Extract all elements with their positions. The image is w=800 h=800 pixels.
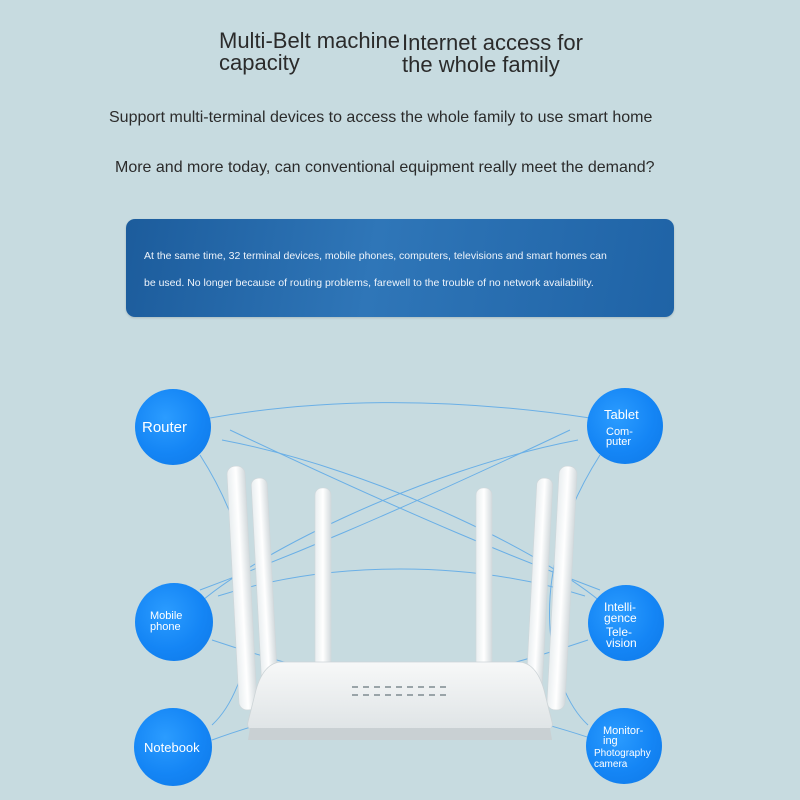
- subtitle: Support multi-terminal devices to access…: [109, 109, 653, 126]
- television-label-line2: vision: [606, 636, 637, 650]
- tablet-label: Tablet: [604, 407, 639, 422]
- info-banner: At the same time, 32 terminal devices, m…: [126, 219, 674, 317]
- router-label: Router: [142, 419, 188, 436]
- headline-left-line2: capacity: [219, 50, 300, 75]
- photography-label: Photography: [594, 748, 651, 759]
- notebook-label: Notebook: [144, 740, 200, 755]
- headline-right-line1: Internet access for: [402, 30, 583, 55]
- intelligence-television-bubble: Intelli- gence Tele- vision: [588, 585, 664, 661]
- mobile-phone-bubble: Mobile phone: [135, 583, 213, 661]
- router-leds: [352, 686, 446, 696]
- monitoring-label-line2: ing: [603, 735, 618, 747]
- camera-label: camera: [594, 759, 628, 770]
- tablet-computer-bubble: Tablet Com- puter: [587, 388, 663, 464]
- mobile-phone-label-line1: Mobile: [150, 610, 183, 622]
- router-bubble: Router: [135, 389, 211, 465]
- banner-line-2: be used. No longer because of routing pr…: [144, 277, 594, 289]
- mobile-phone-label-line2: phone: [150, 621, 181, 633]
- headline-right-line2: the whole family: [402, 52, 560, 77]
- computer-label-line2: puter: [606, 436, 632, 448]
- router-device: [226, 465, 578, 740]
- headline-left-line1: Multi-Belt machine: [219, 28, 400, 53]
- intelligence-label-line2: gence: [604, 611, 637, 625]
- monitoring-label-line1: Monitor-: [603, 725, 644, 737]
- question: More and more today, can conventional eq…: [115, 159, 655, 176]
- banner-line-1: At the same time, 32 terminal devices, m…: [144, 250, 607, 262]
- television-label-line1: Tele-: [606, 625, 633, 639]
- computer-label-line1: Com-: [606, 426, 633, 438]
- monitoring-camera-bubble: Monitor- ing Photography camera: [586, 708, 662, 784]
- intelligence-label-line1: Intelli-: [604, 600, 637, 614]
- notebook-bubble: Notebook: [134, 708, 212, 786]
